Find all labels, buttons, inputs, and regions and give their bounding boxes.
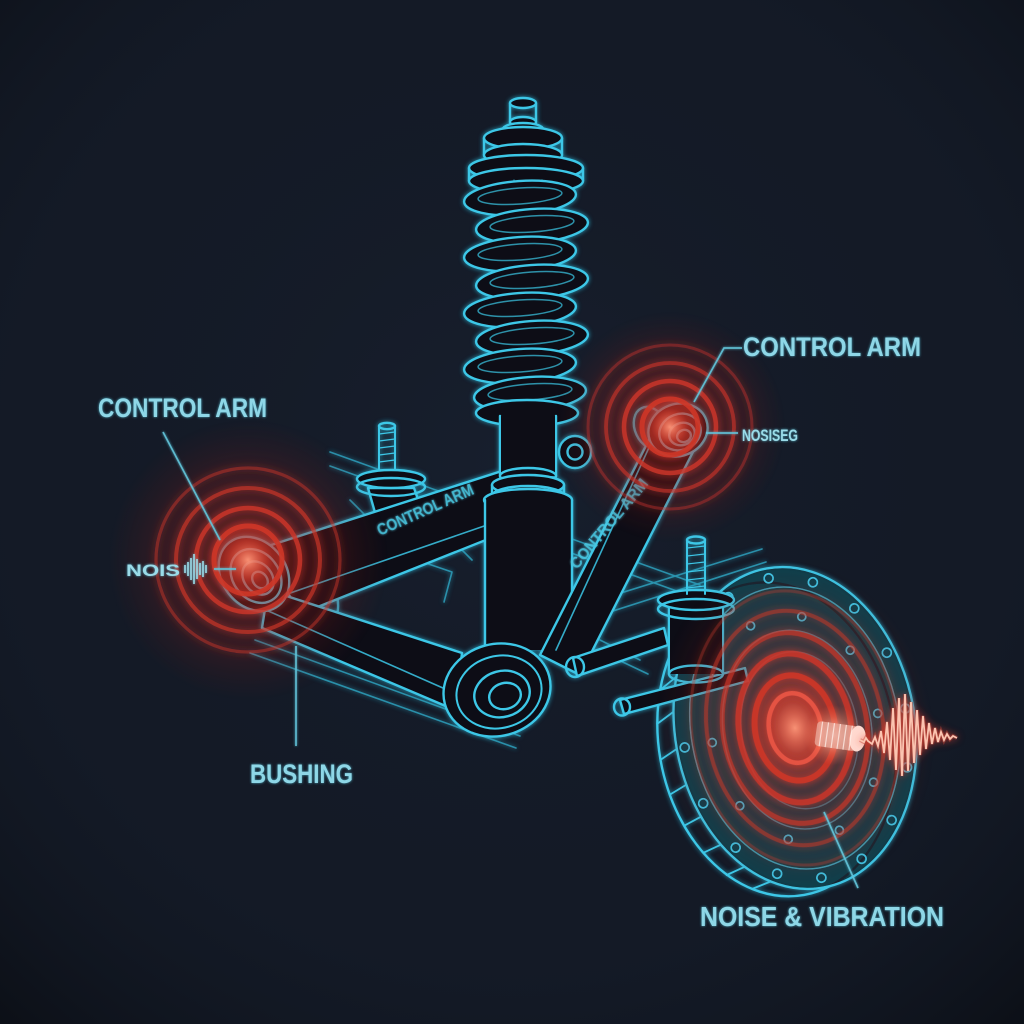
hotspot-disc-hub bbox=[656, 560, 934, 896]
label-nois: NOIS bbox=[126, 561, 180, 580]
leader-control-arm-right bbox=[693, 347, 742, 403]
label-noise-vibration: NOISE & VIBRATION bbox=[700, 901, 944, 932]
leader-control-arm-left bbox=[162, 431, 221, 541]
axle-stub bbox=[803, 705, 866, 766]
leader-noise-vibration bbox=[823, 811, 859, 889]
label-nosiseg: NOSISEG bbox=[742, 426, 798, 445]
disc-vibration-waveform-icon bbox=[859, 693, 958, 777]
strut-top-mount bbox=[467, 96, 585, 196]
hotspot-right-bushing bbox=[555, 312, 785, 542]
hotspot-left-bushing bbox=[108, 420, 388, 700]
label-bushing: BUSHING bbox=[250, 759, 353, 789]
label-control-arm-left: CONTROL ARM bbox=[98, 393, 267, 423]
label-control-arm-right: CONTROL ARM bbox=[743, 332, 921, 362]
leader-lines bbox=[162, 347, 859, 889]
coil-spring bbox=[462, 179, 590, 413]
strut-assembly bbox=[462, 96, 593, 652]
pivot-eye bbox=[442, 642, 552, 738]
noise-waveform-icon bbox=[184, 554, 207, 584]
